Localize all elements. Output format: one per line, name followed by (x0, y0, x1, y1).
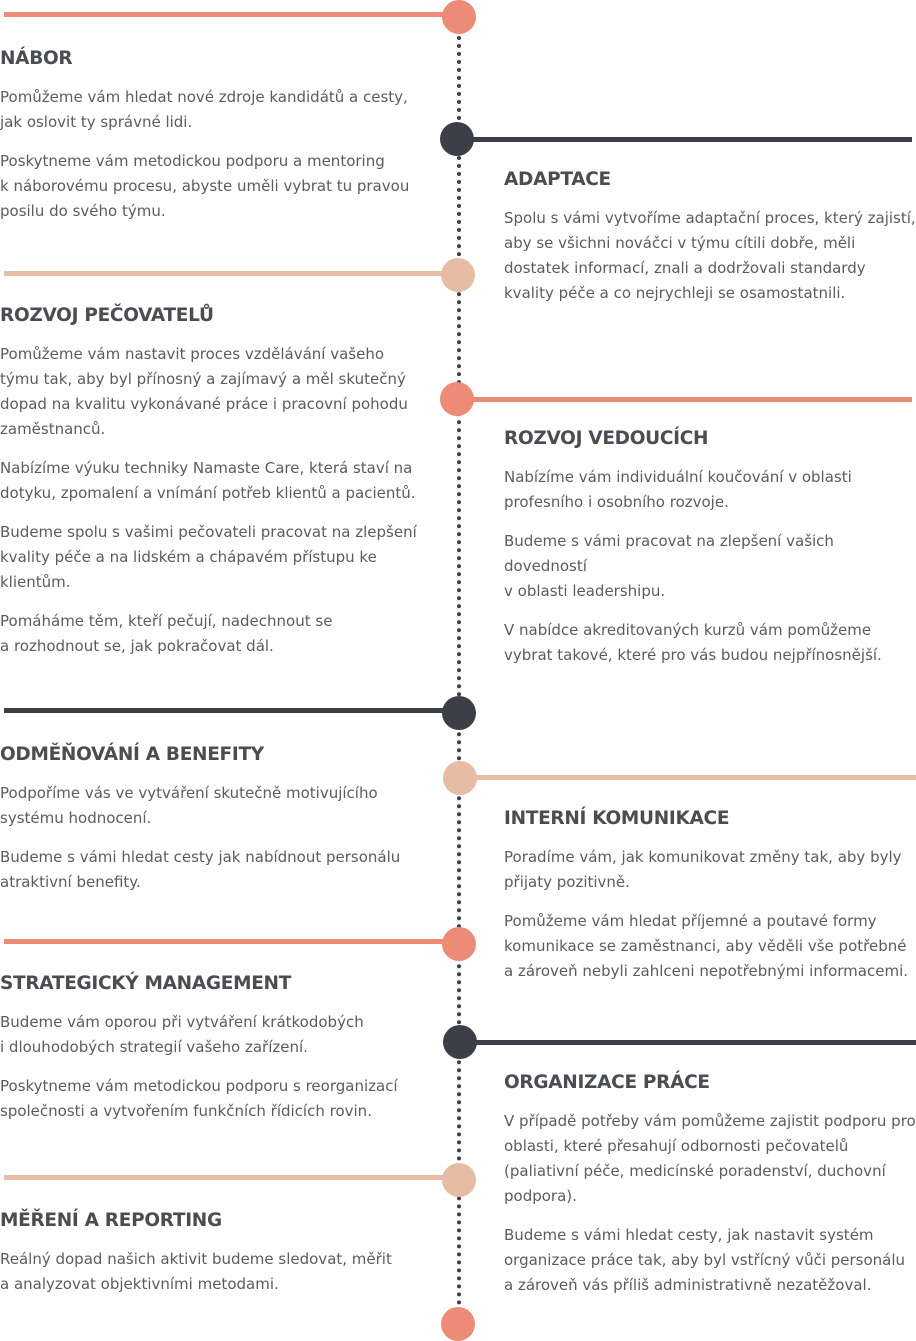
section-paragraph: Pomáháme těm, kteří pečují, nadechnout s… (0, 612, 333, 655)
section-paragraph: Pomůžeme vám nastavit proces vzdělávání … (0, 345, 408, 438)
timeline-connector-interni-komunikace (458, 775, 916, 780)
timeline-connector-rozvoj-pecovatelu (4, 271, 456, 276)
section-paragraph: Budeme s vámi pracovat na zlepšení vašic… (504, 532, 834, 600)
timeline-node-strategicky-management (442, 927, 476, 961)
section-heading: INTERNÍ KOMUNIKACE (504, 808, 730, 829)
timeline-connector-strategicky-management (4, 939, 456, 944)
section-heading: STRATEGICKÝ MANAGEMENT (0, 973, 292, 994)
section-heading: ORGANIZACE PRÁCE (504, 1072, 710, 1093)
section-paragraph: V případě potřeby vám pomůžeme zajistit … (504, 1112, 916, 1205)
timeline-node-organizace-prace (443, 1025, 477, 1059)
timeline-connector-mereni-a-reporting (4, 1175, 456, 1180)
timeline-connector-nabor (4, 12, 456, 17)
section-strategicky-management: STRATEGICKÝ MANAGEMENT Budeme vám oporou… (0, 973, 420, 1138)
section-paragraph: Pomůžeme vám hledat nové zdroje kandidát… (0, 88, 408, 131)
section-paragraph: Budeme s vámi hledat cesty jak nabídnout… (0, 848, 401, 891)
timeline-connector-rozvoj-vedoucich (458, 397, 912, 402)
section-heading: ROZVOJ PEČOVATELŮ (0, 305, 214, 326)
timeline-connector-adaptace (458, 137, 912, 142)
section-heading: NÁBOR (0, 48, 73, 69)
section-paragraph: Poradíme vám, jak komunikovat změny tak,… (504, 848, 902, 891)
timeline-node-odmenovani (442, 696, 476, 730)
section-paragraph: Poskytneme vám metodickou podporu a ment… (0, 152, 410, 220)
section-rozvoj-vedoucich: ROZVOJ VEDOUCÍCH Nabízíme vám individuál… (504, 428, 916, 682)
section-odmenovani-a-benefity: ODMĚŇOVÁNÍ A BENEFITY Podpoříme vás ve v… (0, 744, 420, 909)
section-nabor: NÁBOR Pomůžeme vám hledat nové zdroje ka… (0, 48, 420, 238)
section-adaptace: ADAPTACE Spolu s vámi vytvoříme adaptačn… (504, 169, 916, 320)
section-paragraph: Poskytneme vám metodickou podporu s reor… (0, 1077, 398, 1120)
section-paragraph: Budeme spolu s vašimi pečovateli pracova… (0, 523, 417, 591)
section-organizace-prace: ORGANIZACE PRÁCE V případě potřeby vám p… (504, 1072, 916, 1312)
section-rozvoj-pecovatelu: ROZVOJ PEČOVATELŮ Pomůžeme vám nastavit … (0, 305, 420, 673)
timeline-connector-odmenovani (4, 708, 456, 713)
timeline-dotted-line (457, 20, 461, 1330)
section-paragraph: V nabídce akreditovaných kurzů vám pomůž… (504, 621, 882, 664)
timeline-node-adaptace (440, 122, 474, 156)
section-paragraph: Nabízíme výuku techniky Namaste Care, kt… (0, 459, 416, 502)
timeline-node-nabor (442, 0, 476, 34)
section-heading: ROZVOJ VEDOUCÍCH (504, 428, 709, 449)
section-heading: MĚŘENÍ A REPORTING (0, 1210, 222, 1231)
section-paragraph: Budeme vám oporou při vytváření krátkodo… (0, 1013, 364, 1056)
section-heading: ADAPTACE (504, 169, 611, 190)
section-paragraph: Nabízíme vám individuální koučování v ob… (504, 468, 852, 511)
timeline-node-rozvoj-pecovatelu (441, 258, 475, 292)
section-paragraph: Reálný dopad našich aktivit budeme sledo… (0, 1250, 392, 1293)
section-paragraph: Pomůžeme vám hledat příjemné a poutavé f… (504, 912, 909, 980)
timeline-end-node (441, 1307, 475, 1341)
section-paragraph: Podpoříme vás ve vytváření skutečně moti… (0, 784, 378, 827)
timeline-node-rozvoj-vedoucich (440, 382, 474, 416)
timeline-connector-organizace-prace (458, 1040, 916, 1045)
section-paragraph: Budeme s vámi hledat cesty, jak nastavit… (504, 1226, 906, 1294)
section-heading: ODMĚŇOVÁNÍ A BENEFITY (0, 744, 264, 765)
section-paragraph: Spolu s vámi vytvoříme adaptační proces,… (504, 209, 916, 302)
timeline-node-interni-komunikace (443, 761, 477, 795)
section-interni-komunikace: INTERNÍ KOMUNIKACE Poradíme vám, jak kom… (504, 808, 916, 998)
timeline-node-mereni-a-reporting (442, 1163, 476, 1197)
section-mereni-a-reporting: MĚŘENÍ A REPORTING Reálný dopad našich a… (0, 1210, 420, 1311)
